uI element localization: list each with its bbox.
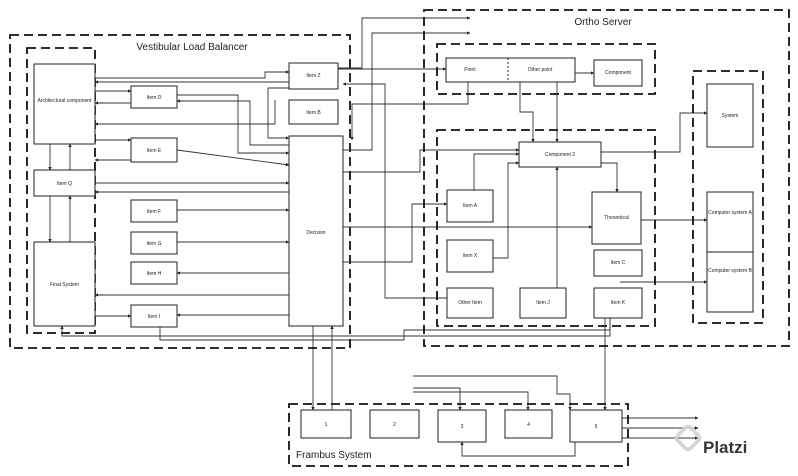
- ortho-boundary: [423, 9, 790, 347]
- arrow-point-to-decision: [350, 82, 469, 141]
- node-frambus-4-label: 4: [527, 422, 530, 428]
- node-item-d[interactable]: Item D: [130, 85, 178, 109]
- node-system[interactable]: System: [706, 83, 754, 148]
- components: Architectural component Item Q Final Sys…: [33, 57, 754, 443]
- node-final-system-label: Final System: [50, 282, 79, 288]
- node-item-k[interactable]: Item K: [593, 287, 643, 319]
- node-component[interactable]: Component: [593, 59, 643, 87]
- arrow-top-line-1: [335, 16, 471, 69]
- node-frambus-3[interactable]: 3: [437, 409, 487, 443]
- node-item-i[interactable]: Item I: [130, 304, 178, 328]
- node-item-j-label: Item J: [536, 300, 550, 306]
- arrow-to-final-system: [60, 316, 611, 337]
- node-component-2[interactable]: Component 2: [518, 141, 602, 168]
- arrow-comp2-to-system: [601, 111, 708, 153]
- connectors: [48, 16, 708, 457]
- arrow-itemx-to-comp2: [493, 161, 520, 259]
- arrow-comp2-to-theoretical: [601, 162, 619, 193]
- node-decision-label: Decision: [306, 230, 325, 236]
- frambus-title: Frambus System: [296, 450, 372, 461]
- arrow-itema-to-comp2: [473, 152, 520, 190]
- node-item-g[interactable]: Item G: [130, 231, 178, 255]
- node-other-item-label: Other Item: [458, 300, 482, 306]
- node-architectural[interactable]: Architectural component: [33, 63, 96, 145]
- node-item-d-label: Item D: [147, 95, 162, 101]
- arrow-to-f4: [413, 391, 530, 411]
- node-frambus-5-label: 5: [595, 424, 598, 430]
- node-item-e[interactable]: Item E: [130, 137, 178, 163]
- node-item-f[interactable]: Item F: [130, 199, 178, 223]
- node-final-system[interactable]: Final System: [33, 241, 96, 327]
- node-item-g-label: Item G: [146, 241, 161, 247]
- node-item-b[interactable]: Item B: [288, 99, 339, 125]
- arrow-to-architectural: [94, 100, 276, 126]
- node-other-item[interactable]: Other Item: [446, 287, 494, 319]
- node-component-label: Component: [605, 70, 631, 76]
- node-system-label: System: [722, 113, 739, 119]
- node-frambus-3-label: 3: [461, 424, 464, 430]
- ortho-title: Ortho Server: [574, 17, 632, 28]
- ortho-middle-boundary: [436, 129, 656, 327]
- arrow-otherpoint-to-comp2-b: [519, 82, 535, 143]
- vestibular-title: Vestibular Load Balancer: [136, 42, 248, 53]
- node-frambus-2-label: 2: [393, 422, 396, 428]
- node-frambus-1[interactable]: 1: [300, 409, 352, 439]
- node-item-z-label: Item Z: [306, 73, 320, 79]
- arrow-top-line-2: [343, 31, 471, 151]
- node-item-c[interactable]: Item C: [593, 249, 643, 277]
- platzi-logo-icon: [674, 424, 702, 452]
- node-item-j[interactable]: Item J: [519, 287, 567, 319]
- arrow-decision-to-itemd: [176, 99, 289, 146]
- arrow-otheritem-to-itemz: [342, 82, 447, 299]
- node-item-h[interactable]: Item H: [130, 261, 178, 285]
- node-theoretical-label: Theoretical: [604, 215, 629, 221]
- arrow-iteme-to-decision: [176, 149, 290, 167]
- node-item-f-label: Item F: [147, 209, 161, 215]
- node-frambus-1-label: 1: [325, 422, 328, 428]
- node-item-x-label: Item X: [463, 253, 478, 259]
- group-frambus: Frambus System: [288, 403, 629, 467]
- node-item-i-label: Item I: [148, 314, 161, 320]
- node-frambus-4[interactable]: 4: [504, 409, 553, 439]
- ortho-right-boundary: [692, 70, 764, 324]
- node-frambus-2[interactable]: 2: [369, 409, 420, 439]
- node-item-e-label: Item E: [147, 148, 162, 154]
- node-component-2-label: Component 2: [545, 152, 575, 158]
- node-frambus-5[interactable]: 5: [569, 409, 623, 443]
- node-item-c-label: Item C: [611, 260, 626, 266]
- platzi-logo-text: Platzi: [703, 438, 747, 457]
- node-item-q[interactable]: Item Q: [33, 169, 96, 197]
- node-item-b-label: Item B: [306, 110, 321, 116]
- frambus-boundary: [288, 403, 629, 467]
- arrow-decision-to-comp2: [343, 148, 520, 173]
- arrow-decision-to-itema: [343, 202, 448, 263]
- node-architectural-label: Architectural component: [38, 98, 93, 104]
- node-item-z[interactable]: Item Z: [288, 62, 339, 90]
- vestibular-boundary: [9, 34, 351, 349]
- arrow-f5-to-f3: [460, 441, 576, 457]
- node-item-k-label: Item K: [611, 300, 626, 306]
- node-point-label: Point: [464, 67, 476, 73]
- ortho-top-boundary: [436, 43, 656, 95]
- group-ortho: Ortho Server: [423, 9, 790, 347]
- node-item-a-label: Item A: [463, 203, 478, 209]
- node-computer-systems[interactable]: Computer system A Computer system B: [706, 191, 754, 313]
- node-computer-a-label: Computer system A: [708, 210, 752, 216]
- node-other-point-label: Other point: [528, 67, 553, 73]
- node-item-x[interactable]: Item X: [446, 239, 494, 273]
- node-item-a[interactable]: Item A: [446, 189, 494, 223]
- node-theoretical[interactable]: Theoretical: [591, 191, 642, 245]
- arrow-to-f5-top: [413, 375, 572, 411]
- node-computer-b-label: Computer system B: [708, 268, 753, 274]
- arrow-itemz-to-decision: [267, 87, 290, 140]
- node-point[interactable]: Point Other point: [445, 57, 576, 83]
- arrow-arch-to-itemz: [95, 70, 290, 79]
- node-item-q-label: Item Q: [57, 181, 72, 187]
- arrow-to-f3: [413, 387, 462, 411]
- arrow-itemk-to-itemi: [158, 318, 611, 341]
- node-item-h-label: Item H: [147, 271, 162, 277]
- node-decision[interactable]: Decision: [288, 135, 344, 327]
- platzi-logo: Platzi: [674, 424, 747, 457]
